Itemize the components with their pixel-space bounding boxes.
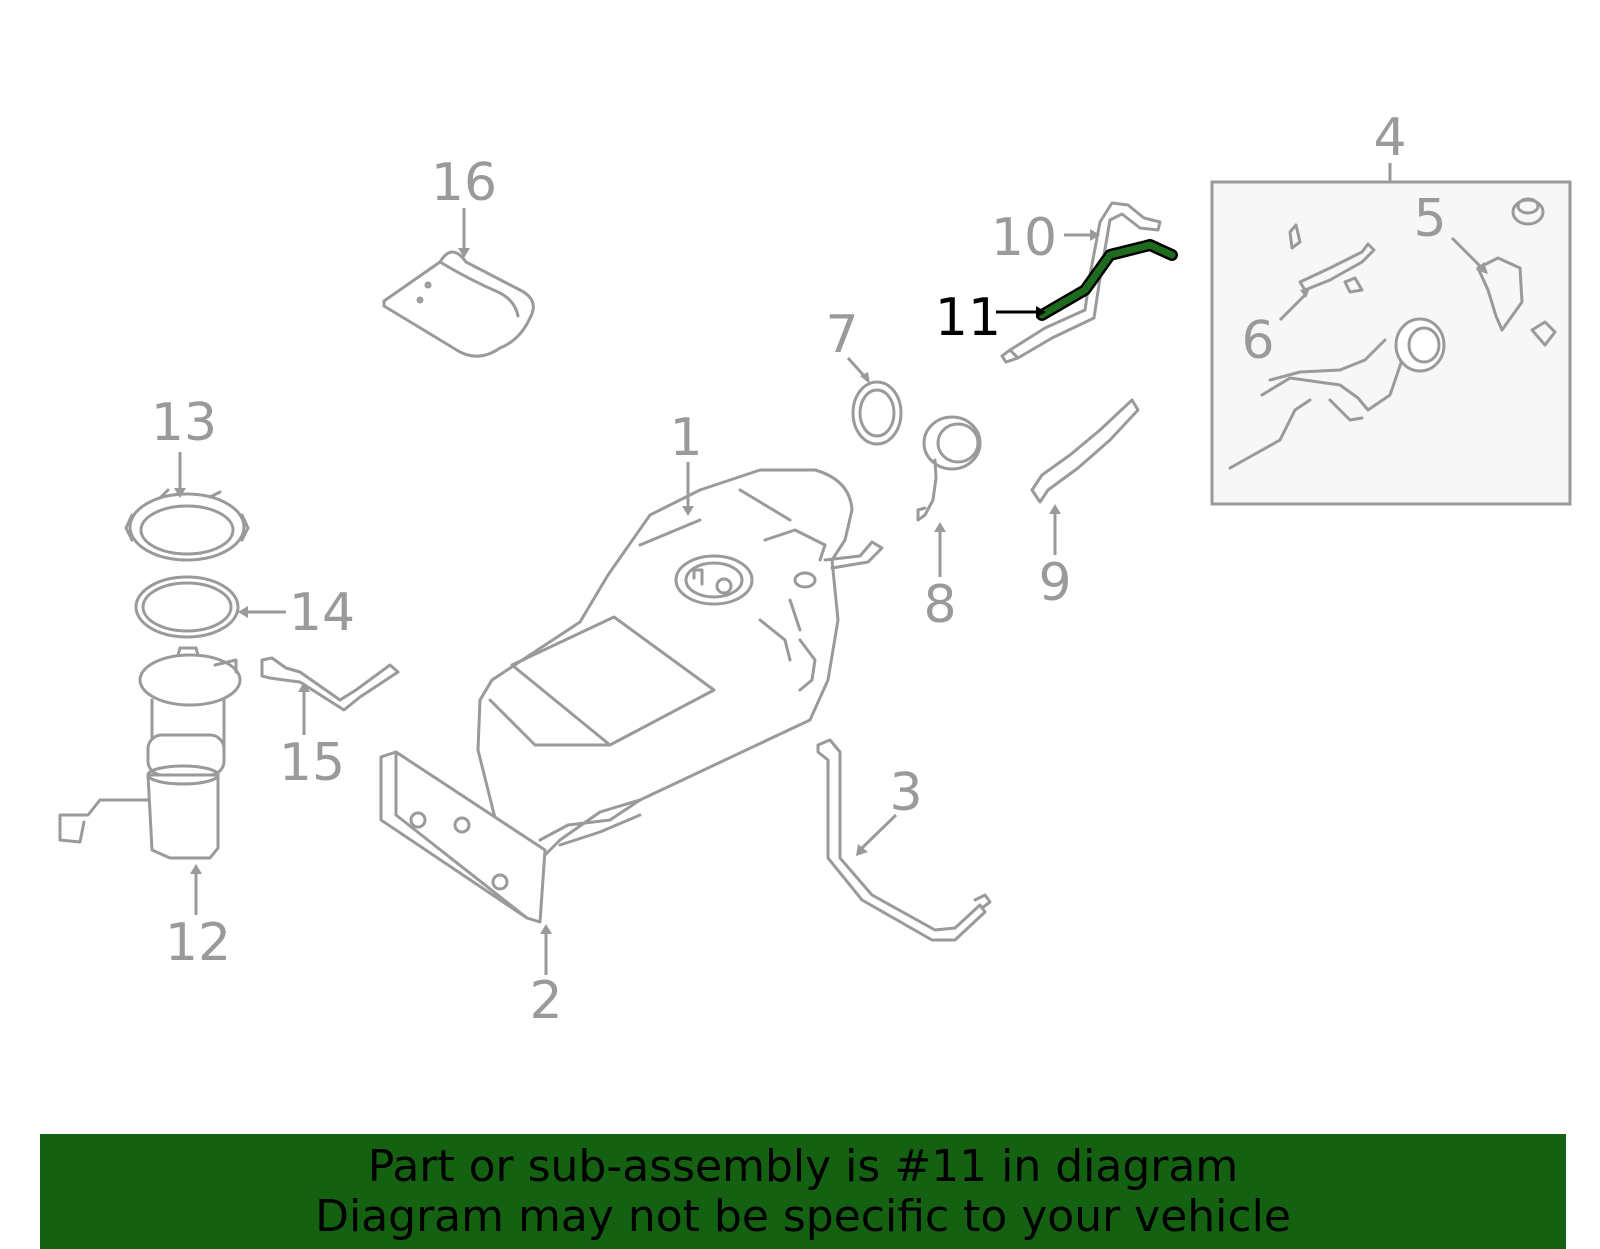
leader-6 — [1278, 293, 1307, 322]
leader-3 — [860, 813, 898, 850]
part-9-filler-hose[interactable] — [1030, 398, 1140, 504]
parts-diagram: 16 13 14 12 15 1 2 3 7 8 9 10 11 4 5 6 — [58, 108, 1572, 1031]
callout-7: 7 — [825, 305, 858, 365]
callout-3: 3 — [889, 763, 922, 823]
part-2-protector[interactable] — [379, 750, 547, 924]
info-banner: Part or sub-assembly is #11 in diagram D… — [40, 1134, 1566, 1249]
part-13-lock-ring[interactable] — [124, 488, 250, 562]
callout-labels: 16 13 14 12 15 1 2 3 7 8 9 10 11 4 5 6 — [151, 108, 1447, 1031]
banner-line-2: Diagram may not be specific to your vehi… — [315, 1191, 1291, 1242]
part-3-tank-band[interactable] — [816, 738, 992, 942]
part-7-grommet[interactable] — [851, 380, 903, 446]
callout-14: 14 — [289, 583, 355, 643]
callout-13: 13 — [151, 393, 217, 453]
callout-15: 15 — [279, 733, 345, 793]
part-11-vent-hose[interactable] — [1036, 239, 1178, 321]
part-8-filler-cap[interactable] — [916, 415, 982, 522]
callout-2: 2 — [529, 971, 562, 1031]
leader-arrowheads — [174, 229, 1488, 934]
part-16-heat-insulator[interactable] — [382, 250, 535, 358]
callout-11: 11 — [935, 288, 1001, 348]
part-1-fuel-tank[interactable] — [476, 468, 884, 862]
callout-16: 16 — [431, 153, 497, 213]
part-12-fuel-pump-module[interactable] — [58, 646, 242, 860]
part-14-gasket[interactable] — [134, 575, 240, 639]
leader-5 — [1450, 236, 1484, 270]
callout-8: 8 — [923, 575, 956, 635]
banner-line-1: Part or sub-assembly is #11 in diagram — [367, 1141, 1239, 1192]
callout-6: 6 — [1241, 311, 1274, 371]
part-4-filler-tube-inset[interactable] — [1210, 180, 1572, 506]
callout-4: 4 — [1373, 108, 1406, 168]
part-15-hose[interactable] — [260, 656, 400, 712]
callout-9: 9 — [1038, 553, 1071, 613]
callout-10: 10 — [991, 208, 1057, 268]
callout-1: 1 — [669, 408, 702, 468]
callout-12: 12 — [165, 913, 231, 973]
callout-5: 5 — [1413, 189, 1446, 249]
